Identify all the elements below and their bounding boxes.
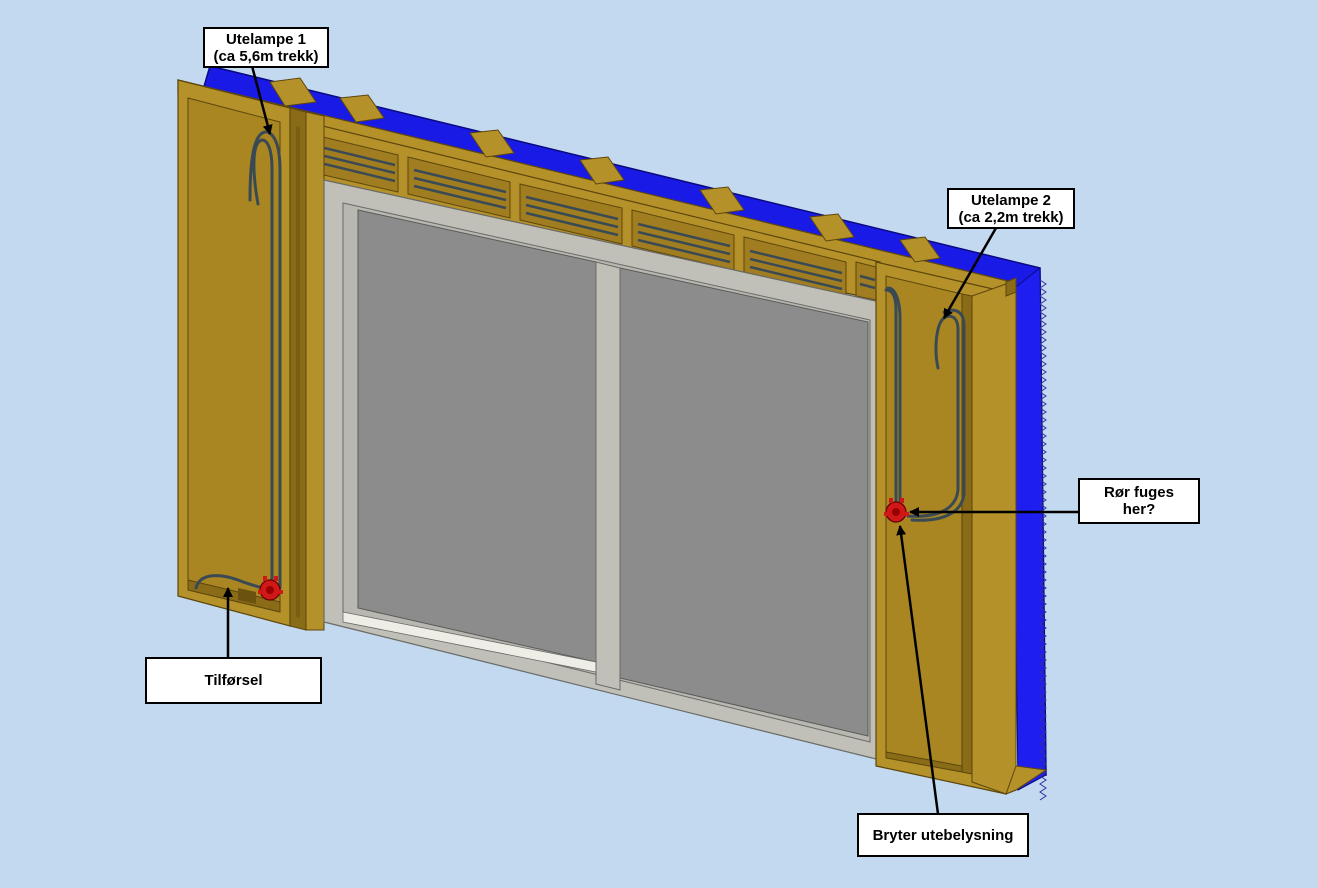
- glass-pane-right: [619, 267, 869, 737]
- leader-utelampe2: [942, 227, 998, 319]
- callout-utelampe1: Utelampe 1 (ca 5,6m trekk): [203, 27, 329, 68]
- top-header: [177, 77, 1013, 296]
- leader-bryter: [896, 525, 940, 815]
- callout-bryter-line1: Bryter utebelysning: [872, 826, 1014, 844]
- callout-ror-fuges: Rør fuges her?: [1078, 478, 1200, 524]
- junction-boxes: [258, 498, 909, 601]
- window: [323, 179, 881, 761]
- callout-utelampe1-line1: Utelampe 1: [225, 30, 307, 48]
- callout-ror-fuges-line1: Rør fuges: [1103, 484, 1174, 501]
- right-stud-section: [875, 261, 1048, 795]
- callout-utelampe2-line2: (ca 2,2m trekk): [958, 208, 1064, 226]
- junction-box-right: [884, 498, 909, 523]
- callout-ror-fuges-line2: her?: [1122, 501, 1156, 518]
- junction-box-left: [258, 576, 283, 601]
- left-stud-section: [177, 79, 325, 631]
- callout-utelampe1-line2: (ca 5,6m trekk): [213, 47, 319, 65]
- callout-bryter: Bryter utebelysning: [857, 813, 1029, 857]
- callout-utelampe2: Utelampe 2 (ca 2,2m trekk): [947, 188, 1075, 229]
- callout-tilforsel: Tilførsel: [145, 657, 322, 704]
- glass-pane-left: [357, 209, 597, 663]
- callout-tilforsel-line1: Tilførsel: [204, 672, 263, 689]
- header-beam: [289, 117, 881, 301]
- callout-utelampe2-line1: Utelampe 2: [970, 191, 1052, 209]
- leader-utelampe1: [250, 65, 273, 135]
- leader-lines: [223, 65, 1078, 815]
